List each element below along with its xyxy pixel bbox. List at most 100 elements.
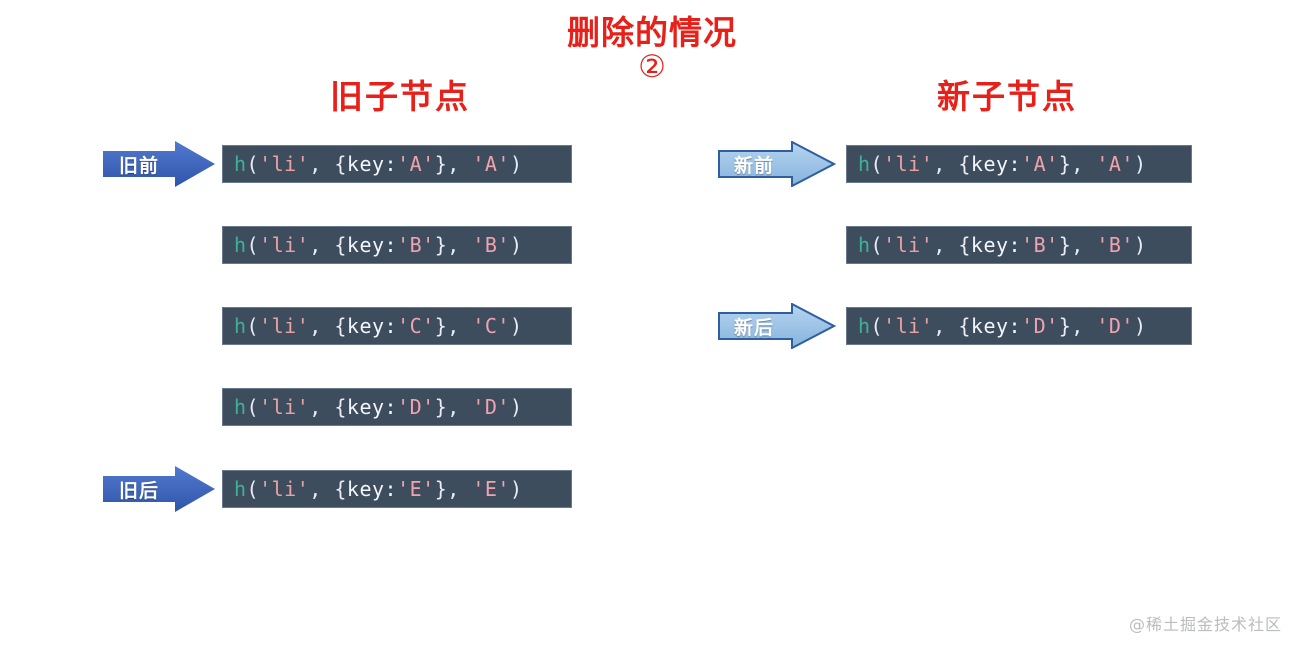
code-token-brace-close: } (1058, 152, 1072, 176)
code-token-key-label: key: (346, 233, 398, 257)
code-token-comma: , (933, 233, 959, 257)
watermark: @稀土掘金技术社区 (1128, 615, 1282, 634)
code-token-brace-open: { (334, 152, 347, 176)
code-token-close-paren: ) (1133, 152, 1147, 176)
code-token-fn: h (858, 314, 871, 338)
code-token-open-paren: ( (870, 314, 884, 338)
code-token-open-paren: ( (246, 314, 260, 338)
code-token-comma2: , (1071, 152, 1097, 176)
code-token-open-paren: ( (246, 477, 260, 501)
code-token-comma: , (933, 152, 959, 176)
code-token-text: 'B' (472, 233, 510, 257)
code-token-comma: , (309, 477, 335, 501)
code-token-comma: , (309, 233, 335, 257)
code-token-key-label: key: (346, 477, 398, 501)
code-token-key-value: 'B' (397, 233, 435, 257)
pointer-old-start: 旧前 (103, 141, 215, 187)
code-token-close-paren: ) (509, 314, 523, 338)
code-token-key-value: 'C' (397, 314, 435, 338)
code-token-open-paren: ( (246, 233, 260, 257)
code-token-tag: 'li' (883, 152, 934, 176)
code-token-brace-open: { (334, 395, 347, 419)
code-token-key-label: key: (970, 314, 1022, 338)
pointer-new-start: 新前 (718, 140, 837, 188)
code-token-comma: , (309, 152, 335, 176)
arrow-right-icon (718, 302, 837, 350)
code-row-old-d: h('li', {key:'D'}, 'D') (222, 388, 572, 426)
code-token-text: 'A' (472, 152, 510, 176)
code-token-key-value: 'B' (1021, 233, 1059, 257)
code-token-tag: 'li' (883, 233, 934, 257)
code-token-close-paren: ) (509, 233, 523, 257)
code-token-open-paren: ( (246, 152, 260, 176)
code-token-fn: h (858, 152, 871, 176)
code-row-old-b: h('li', {key:'B'}, 'B') (222, 226, 572, 264)
code-token-key-value: 'E' (397, 477, 435, 501)
code-token-brace-close: } (434, 395, 448, 419)
code-token-comma2: , (447, 152, 473, 176)
code-token-brace-close: } (434, 152, 448, 176)
code-row-new-d: h('li', {key:'D'}, 'D') (846, 307, 1192, 345)
code-token-comma2: , (447, 395, 473, 419)
code-token-text: 'E' (472, 477, 510, 501)
code-token-brace-close: } (434, 477, 448, 501)
code-token-comma2: , (1071, 314, 1097, 338)
code-token-fn: h (234, 233, 247, 257)
code-token-text: 'A' (1096, 152, 1134, 176)
arrow-right-icon (103, 466, 215, 512)
code-token-key-label: key: (970, 152, 1022, 176)
code-token-brace-close: } (1058, 233, 1072, 257)
code-row-old-e: h('li', {key:'E'}, 'E') (222, 470, 572, 508)
code-token-key-value: 'A' (397, 152, 435, 176)
code-token-close-paren: ) (1133, 233, 1147, 257)
code-token-open-paren: ( (870, 233, 884, 257)
code-token-tag: 'li' (883, 314, 934, 338)
code-token-comma: , (309, 395, 335, 419)
code-row-new-b: h('li', {key:'B'}, 'B') (846, 226, 1192, 264)
code-token-comma2: , (447, 314, 473, 338)
page-title-index: ② (638, 49, 666, 85)
code-row-old-a: h('li', {key:'A'}, 'A') (222, 145, 572, 183)
page-title: 删除的情况 (567, 13, 737, 52)
code-token-tag: 'li' (259, 152, 310, 176)
code-token-key-value: 'D' (397, 395, 435, 419)
code-token-key-label: key: (346, 152, 398, 176)
code-token-key-label: key: (346, 314, 398, 338)
code-row-new-a: h('li', {key:'A'}, 'A') (846, 145, 1192, 183)
code-token-open-paren: ( (870, 152, 884, 176)
code-token-fn: h (234, 152, 247, 176)
column-title-old: 旧子节点 (330, 77, 470, 116)
code-token-fn: h (234, 395, 247, 419)
code-token-brace-open: { (334, 477, 347, 501)
code-token-brace-close: } (434, 233, 448, 257)
pointer-old-end: 旧后 (103, 466, 215, 512)
code-token-tag: 'li' (259, 395, 310, 419)
code-token-tag: 'li' (259, 233, 310, 257)
code-token-close-paren: ) (509, 395, 523, 419)
code-token-fn: h (858, 233, 871, 257)
code-token-text: 'D' (1096, 314, 1134, 338)
code-token-tag: 'li' (259, 314, 310, 338)
code-token-fn: h (234, 477, 247, 501)
arrow-right-icon (103, 141, 215, 187)
code-row-old-c: h('li', {key:'C'}, 'C') (222, 307, 572, 345)
arrow-right-icon (718, 140, 837, 188)
code-token-tag: 'li' (259, 477, 310, 501)
code-token-close-paren: ) (509, 477, 523, 501)
code-token-close-paren: ) (1133, 314, 1147, 338)
code-token-brace-close: } (1058, 314, 1072, 338)
code-token-text: 'B' (1096, 233, 1134, 257)
code-token-fn: h (234, 314, 247, 338)
code-token-brace-open: { (334, 314, 347, 338)
code-token-close-paren: ) (509, 152, 523, 176)
code-token-key-value: 'A' (1021, 152, 1059, 176)
pointer-new-end: 新后 (718, 302, 837, 350)
code-token-brace-open: { (334, 233, 347, 257)
code-token-open-paren: ( (246, 395, 260, 419)
code-token-brace-open: { (958, 233, 971, 257)
column-title-new: 新子节点 (937, 77, 1077, 116)
code-token-comma: , (309, 314, 335, 338)
code-token-brace-open: { (958, 152, 971, 176)
code-token-key-value: 'D' (1021, 314, 1059, 338)
